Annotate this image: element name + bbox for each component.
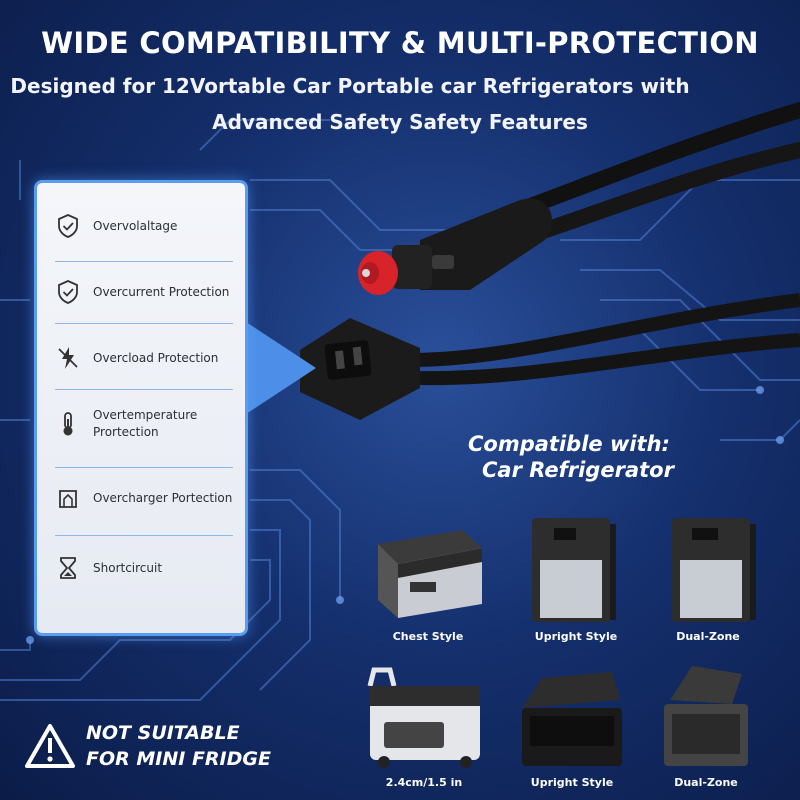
lightning-slash-icon xyxy=(58,347,78,369)
warning-line-2: FOR MINI FRIDGE xyxy=(86,748,271,770)
divider xyxy=(55,467,233,468)
panel-pointer xyxy=(246,322,316,414)
feature-overcharger: Overcharger Portection xyxy=(55,471,235,525)
shield-check-icon xyxy=(58,280,78,304)
feature-label: Overtemperature Prortection xyxy=(93,408,198,439)
fridge-caption: Dual-Zone xyxy=(676,630,740,643)
open-chest-fridge-image xyxy=(522,672,622,766)
feature-label: Shortcircuit xyxy=(93,560,163,575)
protection-features-panel: Overvolaltage Overcurrent Protection Ove… xyxy=(34,180,248,636)
feature-overcurrent: Overcurrent Protection xyxy=(55,265,235,319)
charger-icon xyxy=(59,490,77,508)
fridge-caption: Dual-Zone xyxy=(674,776,738,789)
feature-label: Overcload Protection xyxy=(93,350,219,365)
feature-overload: Overcload Protection xyxy=(55,331,235,385)
fridge-caption: Upright Style xyxy=(534,630,618,643)
thermometer-icon xyxy=(63,412,73,436)
compatible-title: Compatible with: xyxy=(468,432,670,456)
chest-fridge-image xyxy=(378,530,482,618)
dual-zone-fridge-image xyxy=(672,518,756,622)
divider xyxy=(55,389,233,390)
page-subtitle-line-1: Designed for 12Vortable Car Portable car… xyxy=(10,74,690,98)
hourglass-icon xyxy=(60,557,76,579)
warning-text: NOT SUITABLE FOR MINI FRIDGE xyxy=(86,720,271,772)
chest-fridge-image xyxy=(367,667,480,768)
feature-shortcircuit: Shortcircuit xyxy=(55,541,235,595)
feature-label: Overcharger Portection xyxy=(93,490,233,505)
shield-check-icon xyxy=(58,214,78,238)
upright-fridge-image xyxy=(532,518,616,622)
compatible-subtitle: Car Refrigerator xyxy=(482,458,674,482)
page-subtitle-line-2: Advanced Safety Safety Features xyxy=(212,110,588,134)
fridge-caption: 2.4cm/1.5 in xyxy=(385,776,463,789)
fridge-caption: Upright Style xyxy=(530,776,614,789)
warning-icon xyxy=(25,724,75,768)
divider xyxy=(55,323,233,324)
warning-line-1: NOT SUITABLE xyxy=(86,722,240,744)
feature-label: Overvolaltage xyxy=(93,218,178,233)
divider xyxy=(55,261,233,262)
fridge-caption: Chest Style xyxy=(392,630,464,643)
feature-overvoltage: Overvolaltage xyxy=(55,199,235,253)
page-title: WIDE COMPATIBILITY & MULTI-PROTECTION xyxy=(41,26,759,60)
divider xyxy=(55,535,233,536)
feature-overtemperature: Overtemperature Prortection xyxy=(55,397,235,451)
open-dual-zone-fridge-image xyxy=(664,666,748,766)
feature-label: Overcurrent Protection xyxy=(93,284,230,299)
